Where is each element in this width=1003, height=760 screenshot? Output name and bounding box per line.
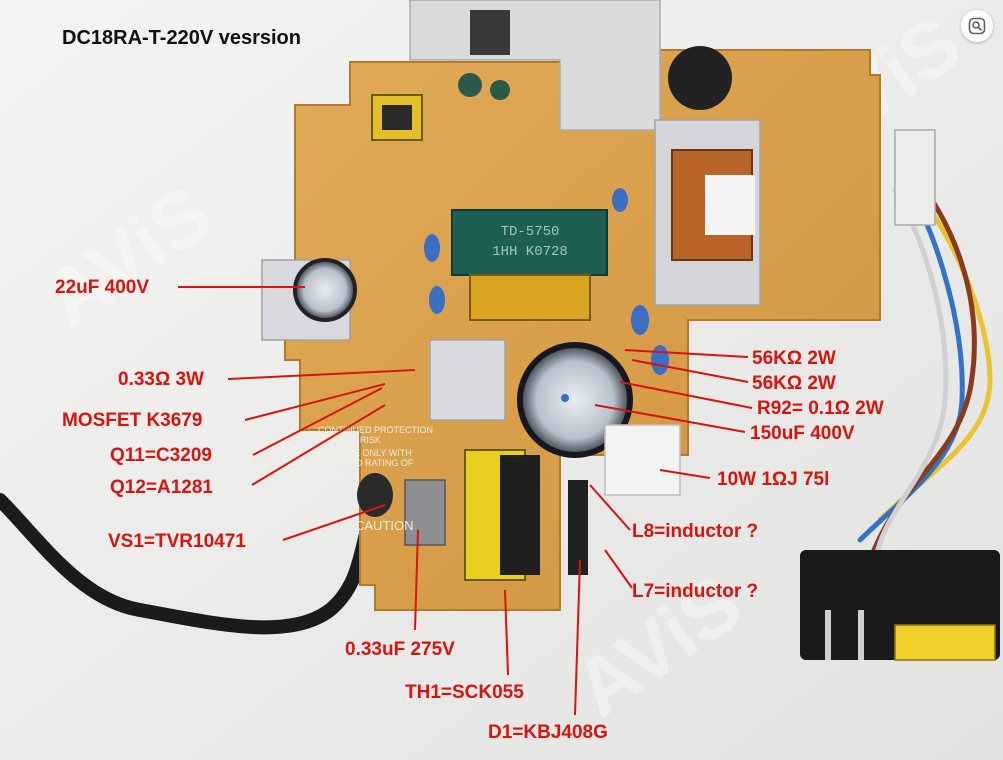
label-vs1: VS1=TVR10471 [108, 531, 246, 552]
label-mosfet: MOSFET K3679 [62, 410, 203, 431]
label-l7: L7=inductor ? [632, 581, 759, 602]
label-cap-22uf: 22uF 400V [55, 277, 149, 298]
label-cap-150uf: 150uF 400V [750, 423, 855, 444]
annotation-lines [178, 286, 753, 716]
heatsink-center [429, 339, 506, 421]
svg-text:1HH K0728: 1HH K0728 [492, 244, 568, 260]
svg-text:TD-5750: TD-5750 [501, 224, 560, 240]
label-res-10w: 10W 1ΩJ 75l [717, 469, 830, 490]
capacitor-150uf [517, 342, 633, 458]
capacitor-small [458, 73, 482, 97]
label-th1: TH1=SCK055 [405, 682, 524, 703]
label-d1: D1=KBJ408G [488, 722, 608, 743]
label-q11: Q11=C3209 [110, 445, 212, 466]
label-q12: Q12=A1281 [110, 477, 213, 498]
svg-text:CAUTION: CAUTION [355, 518, 414, 533]
image-search-button[interactable] [961, 10, 993, 42]
image-search-icon [968, 17, 986, 35]
label-l8: L8=inductor ? [632, 521, 759, 542]
svg-text:CONTINUED PROTECTION: CONTINUED PROTECTION [318, 425, 433, 435]
svg-text:TYPE AND RATING OF: TYPE AND RATING OF [318, 458, 414, 468]
resistor-10w [604, 424, 681, 496]
label-cap-033uf: 0.33uF 275V [345, 639, 455, 660]
capacitor-22uf [293, 258, 357, 322]
blue-capacitors [424, 188, 669, 375]
bridge-rectifier [568, 480, 588, 575]
label-res-56k-a: 56KΩ 2W [752, 348, 836, 369]
board-silkscreen: CONTINUED PROTECTION AGAINST RISK REPLAC… [318, 425, 433, 533]
label-res-033: 0.33Ω 3W [118, 369, 204, 390]
label-res-56k-b: 56KΩ 2W [752, 373, 836, 394]
power-switch [894, 624, 996, 661]
title: DC18RA-T-220V vesrsion [62, 27, 301, 49]
power-cord [0, 493, 377, 635]
label-r92: R92= 0.1Ω 2W [757, 398, 884, 419]
toroid-coil [668, 46, 732, 110]
svg-text:REPLACE ONLY WITH: REPLACE ONLY WITH [318, 448, 412, 458]
x-capacitor [404, 479, 446, 546]
varistor [357, 473, 393, 517]
svg-text:AGAINST RISK: AGAINST RISK [318, 435, 381, 445]
wire-bundle [857, 167, 993, 568]
main-transformer [451, 209, 608, 276]
